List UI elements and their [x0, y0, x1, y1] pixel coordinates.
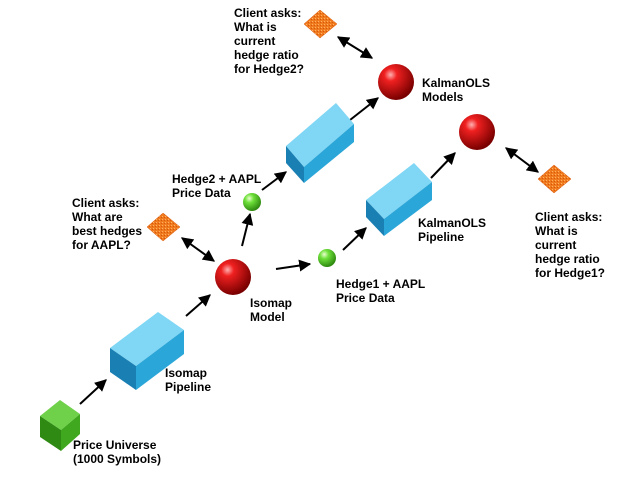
- arrow-kalman-pipeline-top-to-model: [349, 97, 379, 121]
- price-universe-label: Price Universe (1000 Symbols): [73, 438, 162, 466]
- hedge2-data-sphere-icon: [243, 193, 261, 211]
- kalman-pipeline-label: KalmanOLS Pipeline: [418, 216, 487, 244]
- arrow-client-to-isomap-model: [181, 237, 215, 262]
- kalman-model-upper-sphere-icon: [378, 64, 414, 100]
- arrow-hedge2-data-to-kalman: [261, 171, 287, 191]
- hedge2-price-data-label: Hedge2 + AAPL Price Data: [172, 172, 262, 200]
- arrow-hedge1-data-to-kalman: [342, 227, 367, 251]
- arrow-isomap-model-to-hedge1-data: [275, 259, 312, 272]
- price-universe-cube-icon: [40, 400, 80, 451]
- isomap-pipeline-box-icon: [110, 312, 184, 390]
- isomap-pipeline-label: Isomap Pipeline: [165, 366, 212, 394]
- arrow-isomap-pipeline-to-model: [185, 294, 211, 317]
- isomap-model-sphere-icon: [215, 259, 251, 295]
- client-best-hedges-label: Client asks: What are best hedges for AA…: [72, 196, 143, 252]
- arrow-client-to-kalman-right: [505, 147, 539, 173]
- kalman-model-right-sphere-icon: [459, 114, 495, 150]
- client-hedge1-diamond-icon: [537, 164, 572, 194]
- hedge1-data-sphere-icon: [318, 249, 336, 267]
- client-best-hedges-diamond-icon: [146, 212, 181, 242]
- client-hedge2-diamond-icon: [303, 9, 338, 39]
- client-hedge2-label: Client asks: What is current hedge ratio…: [234, 6, 305, 76]
- arrow-isomap-model-to-hedge2-data: [241, 212, 254, 247]
- client-hedge1-label: Client asks: What is current hedge ratio…: [535, 210, 606, 280]
- kalman-models-label: KalmanOLS Models: [422, 76, 491, 104]
- arrow-client-to-kalman-top: [336, 36, 374, 59]
- connectors: [79, 36, 539, 405]
- arrow-universe-to-isomap-pipeline: [79, 379, 107, 405]
- isomap-model-label: Isomap Model: [250, 296, 293, 324]
- kalman-pipeline-upper-box-icon: [286, 103, 354, 183]
- kalman-pipeline-box-icon: [366, 163, 432, 236]
- hedge1-price-data-label: Hedge1 + AAPL Price Data: [336, 277, 426, 305]
- arrow-kalman-pipeline-right-to-model: [430, 152, 456, 179]
